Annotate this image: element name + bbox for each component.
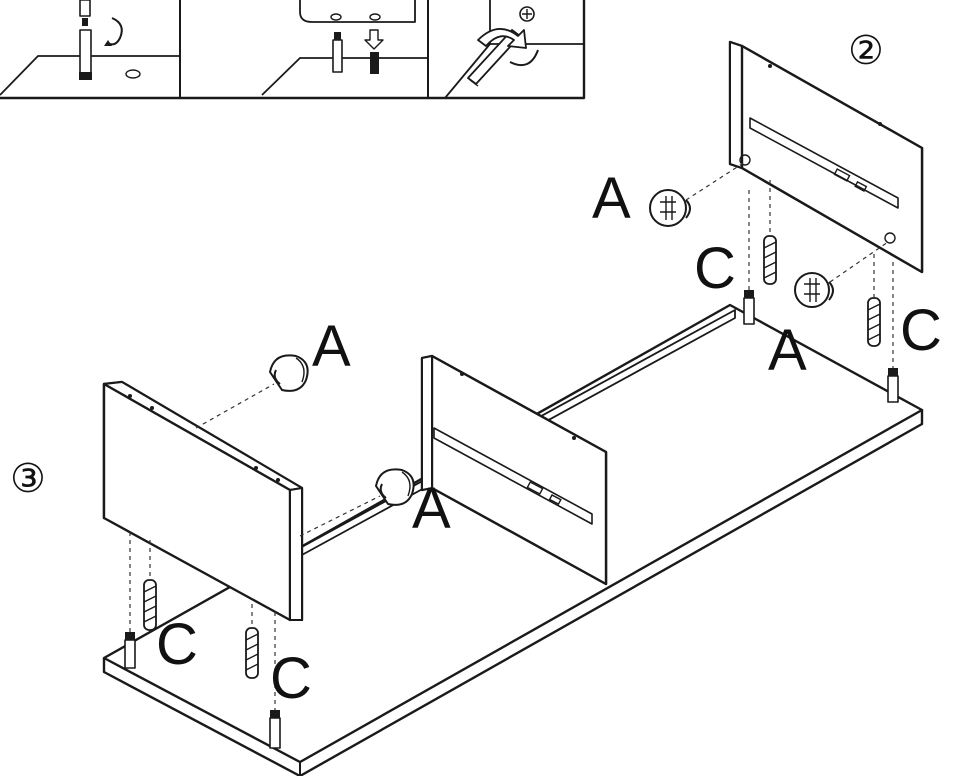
step-number-3: ③ xyxy=(10,456,46,502)
cam-bolt-right-2 xyxy=(887,368,899,403)
label-c-left-1: C xyxy=(156,612,198,677)
cam-lock-a-right-top xyxy=(649,189,691,227)
dowel-c-left-2 xyxy=(245,627,259,679)
dowel-c-right-1 xyxy=(763,235,777,285)
inset-step-screwdriver xyxy=(444,0,584,99)
left-side-panel xyxy=(102,380,304,622)
middle-divider-panel xyxy=(420,354,608,586)
cam-lock-a-center xyxy=(375,468,415,506)
cam-bolt-left-2 xyxy=(269,710,281,749)
cam-lock-a-right-mid xyxy=(794,272,834,308)
label-c-right-right: C xyxy=(900,298,942,363)
label-c-left-2: C xyxy=(270,646,312,711)
right-side-panel xyxy=(728,40,924,274)
label-a-right-mid: A xyxy=(768,318,807,383)
cam-bolt-left-1 xyxy=(124,632,136,669)
cam-lock-a-left-top xyxy=(269,354,309,392)
label-a-center: A xyxy=(412,476,451,541)
label-c-right-left: C xyxy=(694,236,736,301)
label-a-right-top: A xyxy=(592,166,631,231)
cam-bolt-right-1 xyxy=(743,290,755,325)
step-number-2: ② xyxy=(848,28,884,74)
dowel-c-left-1 xyxy=(143,579,157,631)
label-a-left-top: A xyxy=(312,314,351,379)
dowel-c-right-2 xyxy=(867,297,881,347)
inset-step-cam-insert xyxy=(0,0,180,96)
inset-instructions xyxy=(0,0,586,100)
inset-step-dowel xyxy=(261,0,428,96)
